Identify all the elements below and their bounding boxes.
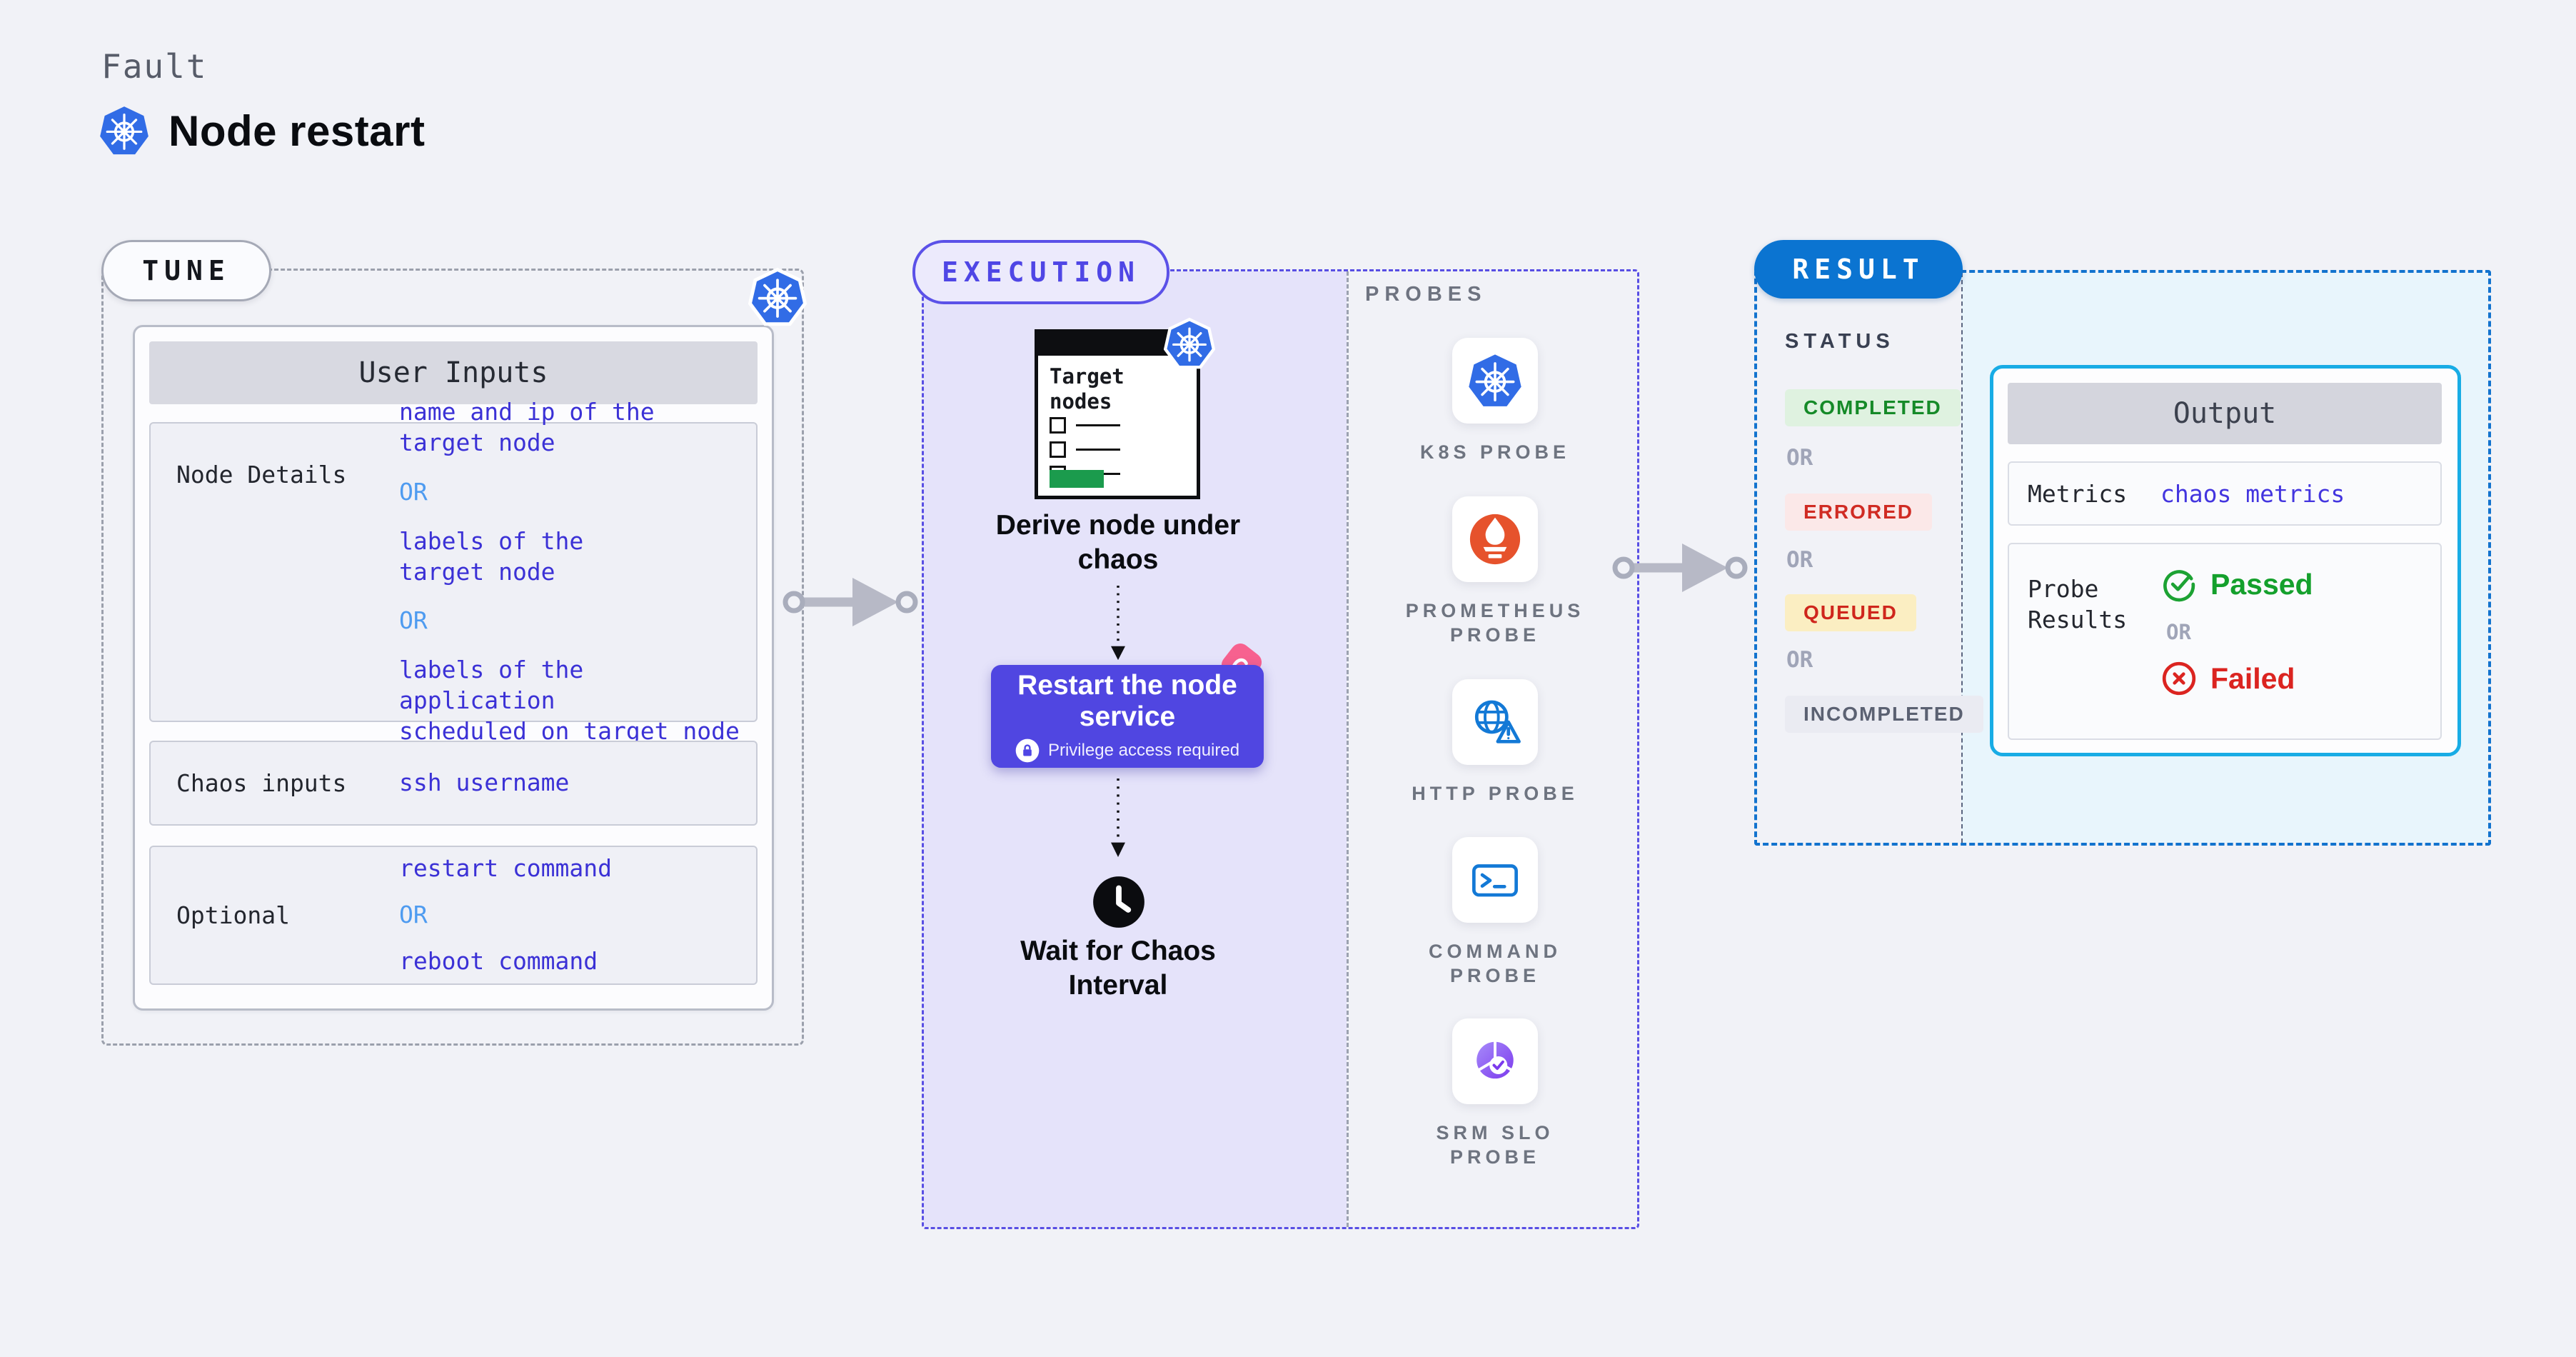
probe-item-k8s: K8S PROBE bbox=[1388, 338, 1602, 465]
status-badge-completed: COMPLETED bbox=[1785, 389, 1961, 426]
tune-section bbox=[101, 269, 804, 1046]
tune-stage-pill: TUNE bbox=[101, 240, 271, 301]
metrics-label: Metrics bbox=[2028, 479, 2128, 508]
execution-to-result-arrow-icon bbox=[1612, 535, 1759, 601]
failed-label: Failed bbox=[2210, 661, 2295, 695]
input-value: labels of the target node bbox=[399, 526, 584, 586]
x-circle-icon bbox=[2160, 660, 2198, 697]
line-placeholder bbox=[1076, 449, 1120, 451]
execution-probes-divider bbox=[1347, 271, 1349, 1227]
probe-card bbox=[1452, 338, 1538, 424]
or-separator: OR bbox=[1786, 647, 1813, 673]
probe-label: COMMAND PROBE bbox=[1429, 941, 1561, 986]
failed-verdict: Failed bbox=[2160, 660, 2313, 697]
input-row-optional: Optional restart command OR reboot comma… bbox=[149, 846, 758, 985]
probe-item-command: COMMAND PROBE bbox=[1388, 837, 1602, 988]
metrics-value: chaos metrics bbox=[2160, 479, 2345, 508]
probe-results-row: Probe Results Passed OR Failed bbox=[2008, 543, 2442, 740]
target-nodes-title: Target nodes bbox=[1050, 364, 1125, 414]
or-separator: OR bbox=[399, 901, 428, 929]
privilege-note: Privilege access required bbox=[1015, 738, 1239, 763]
input-value: ssh username bbox=[399, 768, 570, 797]
input-value: restart command bbox=[399, 854, 613, 883]
probe-results-values: Passed OR Failed bbox=[2160, 566, 2313, 697]
probe-label: PROMETHEUS PROBE bbox=[1405, 600, 1585, 646]
passed-verdict: Passed bbox=[2160, 566, 2313, 603]
kubernetes-wheel-icon bbox=[1467, 353, 1523, 409]
input-row-chaos-inputs: Chaos inputs ssh username bbox=[149, 741, 758, 826]
input-row-values: name and ip of the target node OR labels… bbox=[399, 398, 756, 745]
privilege-note-text: Privilege access required bbox=[1047, 740, 1240, 760]
line-placeholder bbox=[1076, 424, 1120, 426]
or-separator: OR bbox=[2166, 620, 2191, 644]
metrics-row: Metrics chaos metrics bbox=[2008, 461, 2442, 526]
selection-bar bbox=[1050, 470, 1104, 488]
checkbox-icon bbox=[1050, 417, 1066, 434]
fault-eyebrow: Fault bbox=[101, 47, 208, 86]
input-row-values: ssh username bbox=[399, 746, 756, 820]
input-value: labels of the application scheduled on t… bbox=[399, 656, 740, 746]
input-row-label: Optional bbox=[176, 901, 290, 929]
terminal-icon bbox=[1467, 852, 1523, 908]
globe-warning-icon bbox=[1467, 694, 1523, 750]
input-row-node-details: Node Details name and ip of the target n… bbox=[149, 398, 758, 745]
passed-label: Passed bbox=[2210, 567, 2313, 601]
target-node-item bbox=[1050, 417, 1120, 434]
kubernetes-icon bbox=[99, 104, 150, 157]
restart-node-service-step: Restart the node service Privilege acces… bbox=[991, 665, 1264, 768]
input-row-label: Chaos inputs bbox=[176, 769, 347, 797]
execution-stage-pill: EXECUTION bbox=[912, 240, 1169, 304]
target-node-item bbox=[1050, 441, 1120, 458]
probe-label: HTTP PROBE bbox=[1412, 783, 1579, 804]
tune-to-execution-arrow-icon bbox=[783, 569, 929, 635]
or-separator: OR bbox=[1786, 547, 1813, 573]
checkbox-icon bbox=[1050, 441, 1066, 458]
or-separator: OR bbox=[1786, 445, 1813, 471]
page-title-row: Node restart bbox=[99, 104, 425, 157]
input-value: name and ip of the target node bbox=[399, 398, 655, 456]
probe-item-prometheus: PROMETHEUS PROBE bbox=[1388, 496, 1602, 648]
wait-chaos-caption: Wait for Chaos Interval bbox=[1020, 936, 1216, 1001]
input-row-values: restart command OR reboot command bbox=[399, 832, 756, 998]
probe-card bbox=[1452, 496, 1538, 582]
probes-title: PROBES bbox=[1365, 283, 1487, 306]
restart-step-title: Restart the node service bbox=[1017, 670, 1237, 732]
slo-donut-check-icon bbox=[1467, 1033, 1523, 1089]
input-value: reboot command bbox=[399, 946, 598, 975]
page-title: Node restart bbox=[168, 106, 426, 155]
output-card: Output Metrics chaos metrics Probe Resul… bbox=[1990, 365, 2461, 756]
probe-card bbox=[1452, 679, 1538, 765]
output-title: Output bbox=[2008, 383, 2442, 444]
user-inputs-card: User Inputs Node Details name and ip of … bbox=[133, 325, 774, 1011]
clock-icon bbox=[1091, 874, 1147, 930]
check-circle-icon bbox=[2160, 566, 2198, 603]
probe-item-srm-slo: SRM SLO PROBE bbox=[1388, 1018, 1602, 1170]
prometheus-flame-icon bbox=[1467, 511, 1523, 567]
lock-icon bbox=[1015, 738, 1040, 763]
kubernetes-corner-icon bbox=[748, 267, 807, 327]
flow-arrow-down-icon bbox=[1109, 586, 1127, 661]
user-inputs-title: User Inputs bbox=[149, 341, 758, 404]
derive-node-caption: Derive node under chaos bbox=[995, 510, 1241, 575]
flow-arrow-down-icon bbox=[1109, 778, 1127, 858]
probe-results-label: Probe Results bbox=[2028, 575, 2128, 634]
probe-card bbox=[1452, 837, 1538, 923]
status-badge-incompleted: INCOMPLETED bbox=[1785, 696, 1983, 733]
status-title: STATUS bbox=[1785, 330, 1895, 353]
probe-item-http: HTTP PROBE bbox=[1388, 679, 1602, 806]
result-stage-pill: RESULT bbox=[1754, 240, 1963, 299]
status-badge-queued: QUEUED bbox=[1785, 594, 1916, 631]
input-row-label: Node Details bbox=[176, 461, 347, 489]
or-separator: OR bbox=[399, 606, 428, 635]
probe-label: K8S PROBE bbox=[1419, 441, 1571, 463]
probe-label: SRM SLO PROBE bbox=[1436, 1122, 1554, 1168]
probe-card bbox=[1452, 1018, 1538, 1104]
status-badge-errored: ERRORED bbox=[1785, 494, 1933, 531]
or-separator: OR bbox=[399, 477, 428, 506]
kubernetes-badge-icon bbox=[1164, 317, 1215, 370]
